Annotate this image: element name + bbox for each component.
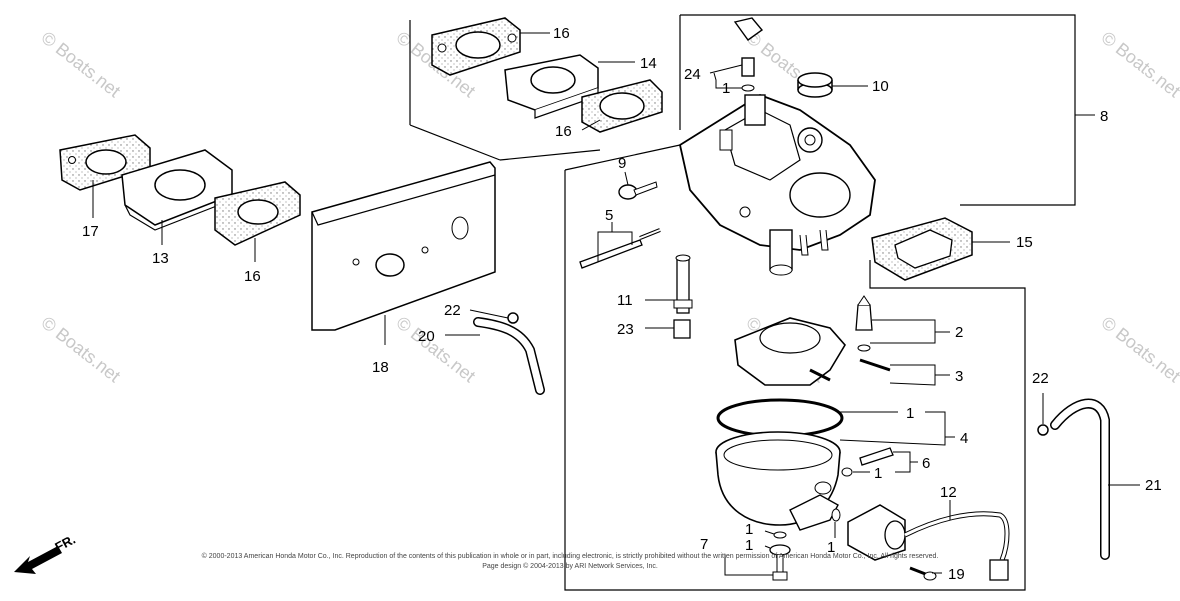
copyright-line: © 2000-2013 American Honda Motor Co., In… [201, 553, 939, 560]
callout-16: 16 [553, 25, 570, 42]
gasket-16-top [431, 17, 521, 76]
callout-18: 18 [372, 359, 389, 376]
callout-1: 1 [745, 521, 753, 538]
callout-20: 20 [418, 328, 435, 345]
gasket-17 [59, 134, 151, 191]
front-direction-arrow: FR. [14, 532, 78, 574]
tube-21 [1037, 398, 1110, 560]
callout-6: 6 [922, 455, 930, 472]
callout-11: 11 [617, 292, 633, 309]
callout-1: 1 [874, 465, 882, 482]
bolt-7 [769, 531, 791, 581]
tube-20 [473, 312, 545, 395]
watermark: © Boats.net [38, 312, 125, 386]
jet-23 [673, 319, 691, 339]
callout-13: 13 [152, 250, 169, 267]
watermark: © Boats.net [38, 27, 125, 101]
callout-14: 14 [640, 55, 657, 72]
plate-18 [311, 161, 496, 331]
callout-23: 23 [617, 321, 634, 338]
gasket-15 [871, 217, 973, 281]
callout-10: 10 [872, 78, 889, 95]
drain-screw-6 [841, 447, 894, 477]
leader-lines [92, 32, 1140, 576]
solenoid-12 [831, 504, 1010, 581]
screw-9 [618, 181, 658, 200]
callout-16: 16 [555, 123, 572, 140]
callout-1: 1 [745, 537, 753, 554]
cap-10 [797, 72, 833, 98]
jet-11 [673, 254, 693, 314]
callout-15: 15 [1016, 234, 1033, 251]
callout-24: 24 [684, 66, 701, 83]
insulator-14 [504, 54, 599, 119]
callout-1: 1 [906, 405, 914, 422]
callout-19: 19 [948, 566, 965, 583]
callout-3: 3 [955, 368, 963, 385]
callout-1: 1 [722, 80, 730, 97]
needle-5 [579, 228, 661, 269]
carburetor-body-8 [678, 94, 876, 276]
callout-9: 9 [618, 155, 626, 172]
float-needle-2 [855, 295, 873, 352]
watermark: © Boats.net [1098, 312, 1180, 386]
callout-4: 4 [960, 430, 968, 447]
group-frames [409, 14, 1076, 591]
screw-19 [909, 566, 937, 581]
gasket-16-middle [581, 79, 663, 133]
callout-22: 22 [444, 302, 461, 319]
callout-22: 22 [1032, 370, 1049, 387]
callout-21: 21 [1145, 477, 1162, 494]
watermark: © Boats.net [1098, 27, 1180, 101]
callout-17: 17 [82, 223, 99, 240]
watermark: © Boats.net [393, 312, 480, 386]
bowl-gasket [716, 398, 844, 438]
callout-1: 1 [827, 539, 835, 556]
float [734, 317, 846, 386]
callout-16: 16 [244, 268, 261, 285]
callout-7: 7 [700, 536, 708, 553]
float-pin-3 [859, 358, 891, 372]
callouts: 16 14 16 24 1 10 8 9 5 17 13 16 15 22 20… [82, 25, 1162, 583]
cap-24 [733, 17, 764, 92]
gasket-16-left [214, 181, 301, 246]
callout-8: 8 [1100, 108, 1108, 125]
callout-2: 2 [955, 324, 963, 341]
float-bowl-4 [715, 431, 841, 531]
callout-12: 12 [940, 484, 957, 501]
copyright-line: Page design © 2004-2013 by ARI Network S… [482, 563, 658, 570]
callout-5: 5 [605, 207, 613, 224]
